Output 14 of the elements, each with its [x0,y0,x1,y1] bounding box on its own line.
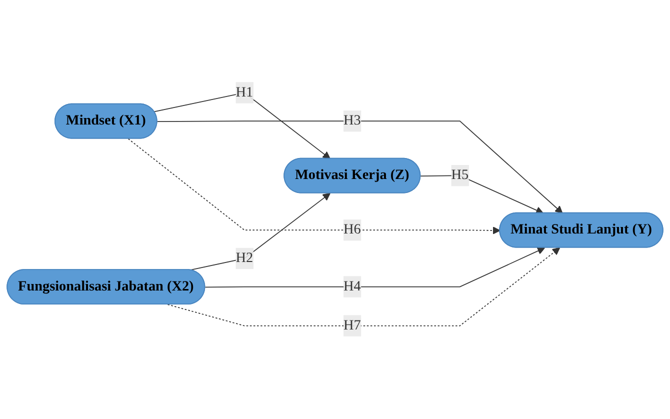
arrow [190,193,330,271]
arrow [156,120,563,214]
edge-label: H1 [236,84,254,100]
edge-label: H7 [343,318,361,334]
edge-label: H5 [451,168,469,183]
arrow [154,92,330,160]
edge-label: H3 [343,113,361,128]
edge-label: H2 [236,250,254,266]
edge-label: H6 [343,222,361,238]
arrow [204,247,546,288]
arrow [167,248,560,326]
arrow [128,138,500,235]
arrow [420,175,544,214]
edge-label: H4 [343,279,361,294]
